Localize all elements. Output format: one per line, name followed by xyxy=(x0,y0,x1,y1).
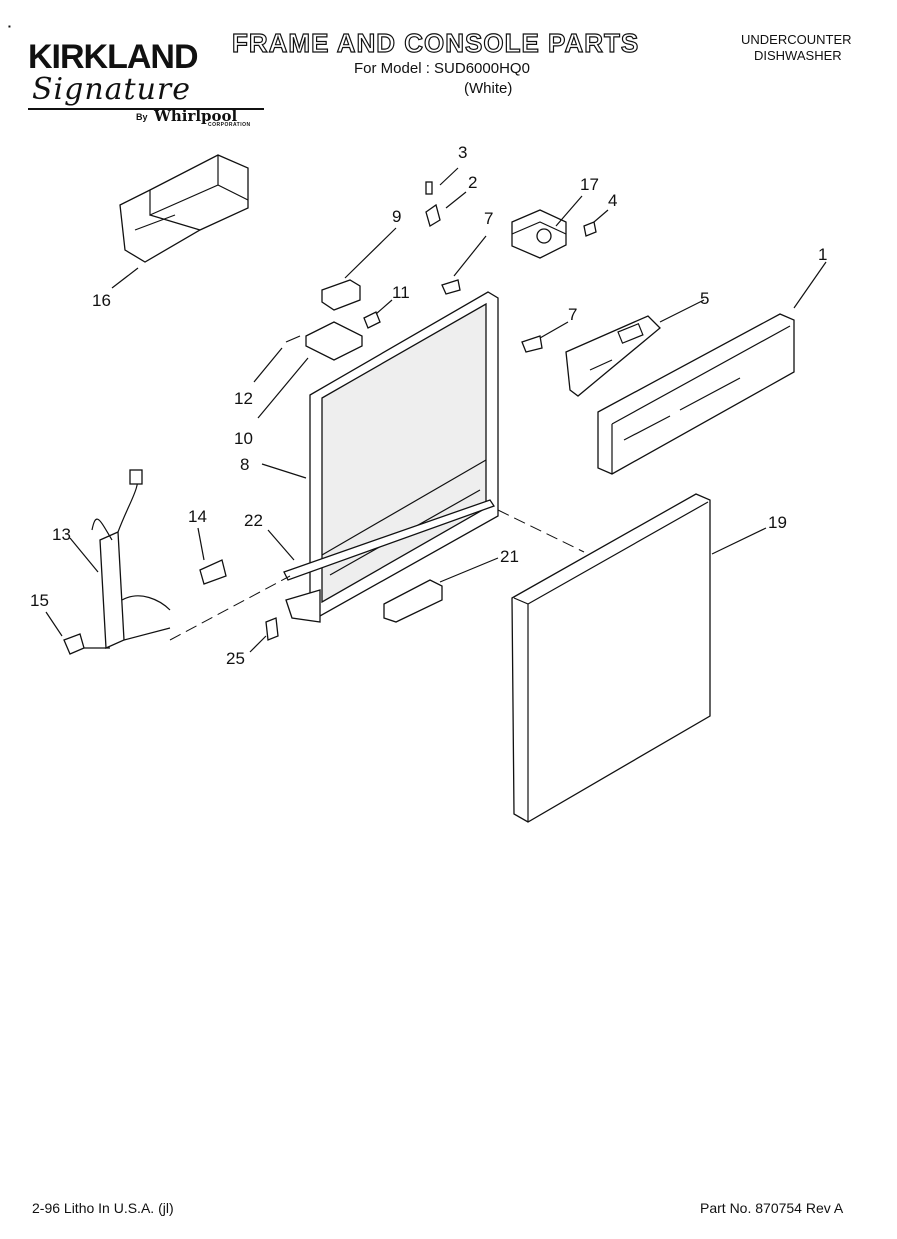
brand-rule xyxy=(28,108,264,110)
leader-17 xyxy=(555,195,583,227)
manufacturer-sub: CORPORATION xyxy=(208,122,251,128)
brand-logo: KIRKLAND Signature By Whirlpool CORPORAT… xyxy=(28,38,268,133)
leader-16 xyxy=(111,267,139,289)
leader-14 xyxy=(197,527,205,561)
part-25-clip xyxy=(265,617,279,641)
model-number: For Model : SUD6000HQ0 xyxy=(354,60,530,77)
part-9-latch xyxy=(321,279,361,311)
part-number: Part No. 870754 Rev A xyxy=(700,1200,844,1216)
part-13-wire-harness xyxy=(91,469,171,649)
leader-2 xyxy=(445,191,467,209)
leader-4 xyxy=(593,209,609,223)
model-color: (White) xyxy=(464,80,513,97)
callout-22: 22 xyxy=(244,511,263,530)
part-16-cover xyxy=(119,154,249,263)
leader-1 xyxy=(793,261,827,309)
leader-5 xyxy=(659,299,705,323)
assembly-line-frame-door xyxy=(497,509,585,553)
part-1-console xyxy=(597,313,795,475)
part-19-door-panel xyxy=(511,493,711,823)
callout-4: 4 xyxy=(608,191,617,210)
part-7-screw-lower xyxy=(521,335,543,353)
callout-13: 13 xyxy=(52,525,71,544)
product-type-line2: DISHWASHER xyxy=(754,48,842,63)
callout-19: 19 xyxy=(768,513,787,532)
callout-2: 2 xyxy=(468,173,477,192)
brand-by: By xyxy=(136,112,148,122)
leader-7-upper xyxy=(453,235,487,277)
page-title: FRAME AND CONSOLE PARTS xyxy=(231,27,640,58)
leader-25 xyxy=(249,635,267,653)
part-17-switch xyxy=(511,209,567,259)
callout-14: 14 xyxy=(188,507,207,526)
part-15-screw xyxy=(63,633,85,655)
callout-16: 16 xyxy=(92,291,111,310)
corner-mark: ▪ xyxy=(8,22,11,31)
leader-15 xyxy=(45,611,63,637)
brand-name: KIRKLAND xyxy=(28,38,199,76)
leader-9 xyxy=(344,227,397,279)
part-11-spring xyxy=(363,311,381,329)
part-5-control-panel xyxy=(565,315,661,397)
callout-9: 9 xyxy=(392,207,401,226)
leader-3 xyxy=(439,167,459,186)
part-12-rod xyxy=(285,335,301,343)
callout-3: 3 xyxy=(458,143,467,162)
callout-15: 15 xyxy=(30,591,49,610)
callout-21: 21 xyxy=(500,547,519,566)
leader-11 xyxy=(375,299,393,315)
leader-10 xyxy=(257,357,309,419)
leader-12 xyxy=(253,347,283,383)
callout-7-upper: 7 xyxy=(484,209,493,228)
brand-signature: Signature xyxy=(32,72,192,107)
callout-25: 25 xyxy=(226,649,245,668)
callout-8: 8 xyxy=(240,455,249,474)
callout-5: 5 xyxy=(700,289,709,308)
callout-17: 17 xyxy=(580,175,599,194)
part-4-clip xyxy=(583,221,597,237)
print-info: 2-96 Litho In U.S.A. (jl) xyxy=(32,1200,174,1216)
product-type-line1: UNDERCOUNTER xyxy=(741,32,852,47)
leader-22 xyxy=(267,529,295,561)
part-2-bracket xyxy=(425,203,441,227)
part-14-switch xyxy=(199,559,227,585)
part-8-door-frame xyxy=(285,291,499,623)
callout-12: 12 xyxy=(234,389,253,408)
manufacturer-name: Whirlpool xyxy=(154,107,238,125)
callout-10: 10 xyxy=(234,429,253,448)
leader-21 xyxy=(439,557,499,583)
part-7-screw-upper xyxy=(441,279,461,295)
part-10-bracket xyxy=(305,321,363,361)
part-21-handle xyxy=(383,579,443,623)
callout-11: 11 xyxy=(392,283,410,302)
callout-1: 1 xyxy=(818,245,827,264)
leader-13 xyxy=(69,537,99,573)
leader-7-lower xyxy=(539,321,569,339)
leader-8 xyxy=(261,463,307,479)
leader-19 xyxy=(711,527,767,555)
callout-7-lower: 7 xyxy=(568,305,577,324)
part-3-clip xyxy=(425,181,433,195)
assembly-line-harness xyxy=(169,575,291,641)
